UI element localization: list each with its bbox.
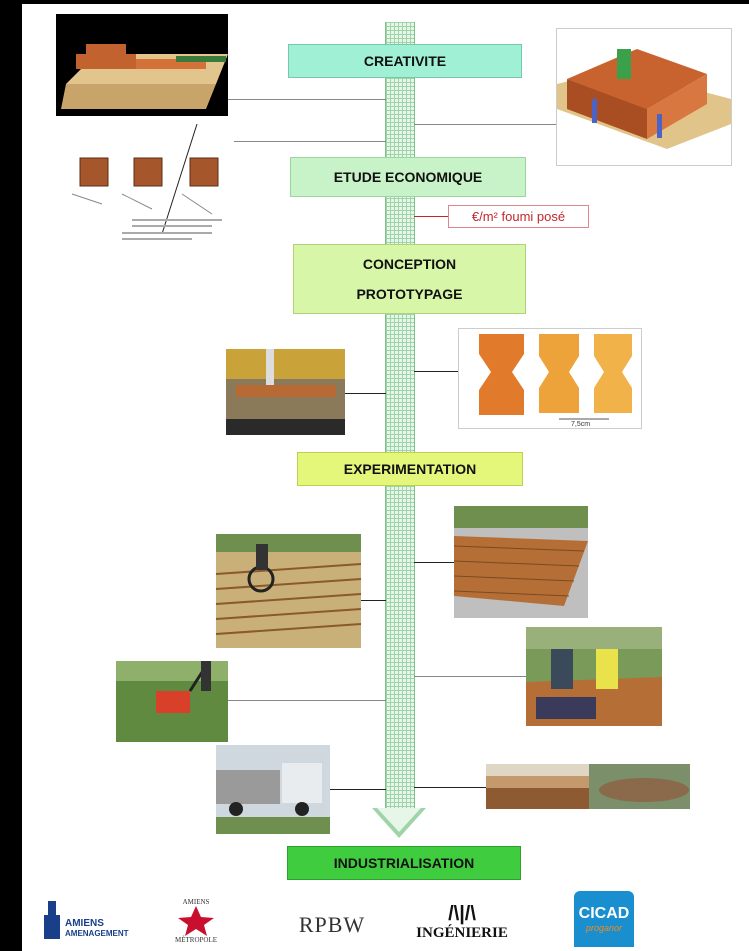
step-conception-label: CONCEPTION [362, 256, 457, 272]
process-arrow-head-fill [377, 808, 421, 832]
aia-word: INGÉNIERIE [416, 924, 508, 941]
amiens-amenagement-logo: AMIENS AMENAGEMENT [42, 893, 130, 947]
connector-line [228, 700, 386, 701]
cost-label: €/m² foumi posé [471, 209, 566, 224]
connector-line [232, 141, 386, 142]
brick-cutaway-image [556, 28, 732, 166]
amiens-metropole-logo: AMIENS MÉTROPOLE [160, 892, 232, 950]
workers-installation-photo [526, 627, 662, 726]
amiens-amenagement-mark: AMIENS AMENAGEMENT [42, 901, 129, 939]
amiens-metropole-bottom: MÉTROPOLE [175, 936, 217, 944]
cicad-name: CICAD [578, 905, 630, 922]
step-conception-prototypage: CONCEPTION PROTOTYPAGE [293, 244, 526, 314]
step-industrialisation: INDUSTRIALISATION [287, 846, 521, 880]
step-creativite-label: CREATIVITE [363, 53, 447, 69]
wheelchair-test-photo [216, 534, 361, 648]
deck-installation-photo [454, 506, 588, 618]
connector-line [414, 124, 556, 125]
star-emblem-icon [178, 906, 214, 936]
cicad-proganor-logo: CICAD proganor [574, 891, 634, 947]
amiens-metropole-top: AMIENS [182, 898, 210, 906]
brick-sketch-image [62, 124, 234, 246]
prototype-profile-image: 7,5cm [458, 328, 642, 429]
connector-line [228, 99, 386, 100]
step-etude-label: ETUDE ECONOMIQUE [333, 169, 483, 185]
step-prototypage-label: PROTOTYPAGE [356, 286, 463, 302]
workshop-photo [226, 349, 345, 435]
step-industrialisation-label: INDUSTRIALISATION [333, 855, 475, 871]
tower-icon [44, 901, 60, 939]
aia-ingenierie-logo: /\|/\ INGÉNIERIE [416, 897, 508, 947]
cost-label-box: €/m² foumi posé [448, 205, 589, 228]
connector-line [361, 600, 386, 601]
truck-transport-photo [216, 745, 330, 834]
step-creativite: CREATIVITE [288, 44, 522, 78]
cost-connector-line [414, 216, 448, 217]
amiens-amenagement-line1: AMIENS [65, 918, 104, 929]
connector-line [414, 371, 458, 372]
step-experimentation-label: EXPERIMENTATION [343, 461, 477, 477]
connector-line [414, 562, 454, 563]
aia-mark: /\|/\ [448, 902, 476, 925]
step-experimentation: EXPERIMENTATION [297, 452, 523, 486]
amiens-amenagement-line2: AMENAGEMENT [65, 929, 129, 938]
connector-line [345, 393, 386, 394]
connector-line [330, 789, 386, 790]
rpbw-logo: RPBW [298, 912, 366, 937]
excavation-photo-2 [589, 764, 690, 809]
step-etude-economique: ETUDE ECONOMIQUE [290, 157, 526, 197]
render-paving-3d-image [56, 14, 228, 116]
mower-test-photo [116, 661, 228, 742]
prototype-dimension-label: 7,5cm [571, 421, 590, 428]
excavation-photo-1 [486, 764, 589, 809]
process-arrow-shaft [385, 22, 415, 810]
connector-line [414, 787, 486, 788]
connector-line [414, 676, 526, 677]
cicad-sub: proganor [585, 923, 623, 933]
